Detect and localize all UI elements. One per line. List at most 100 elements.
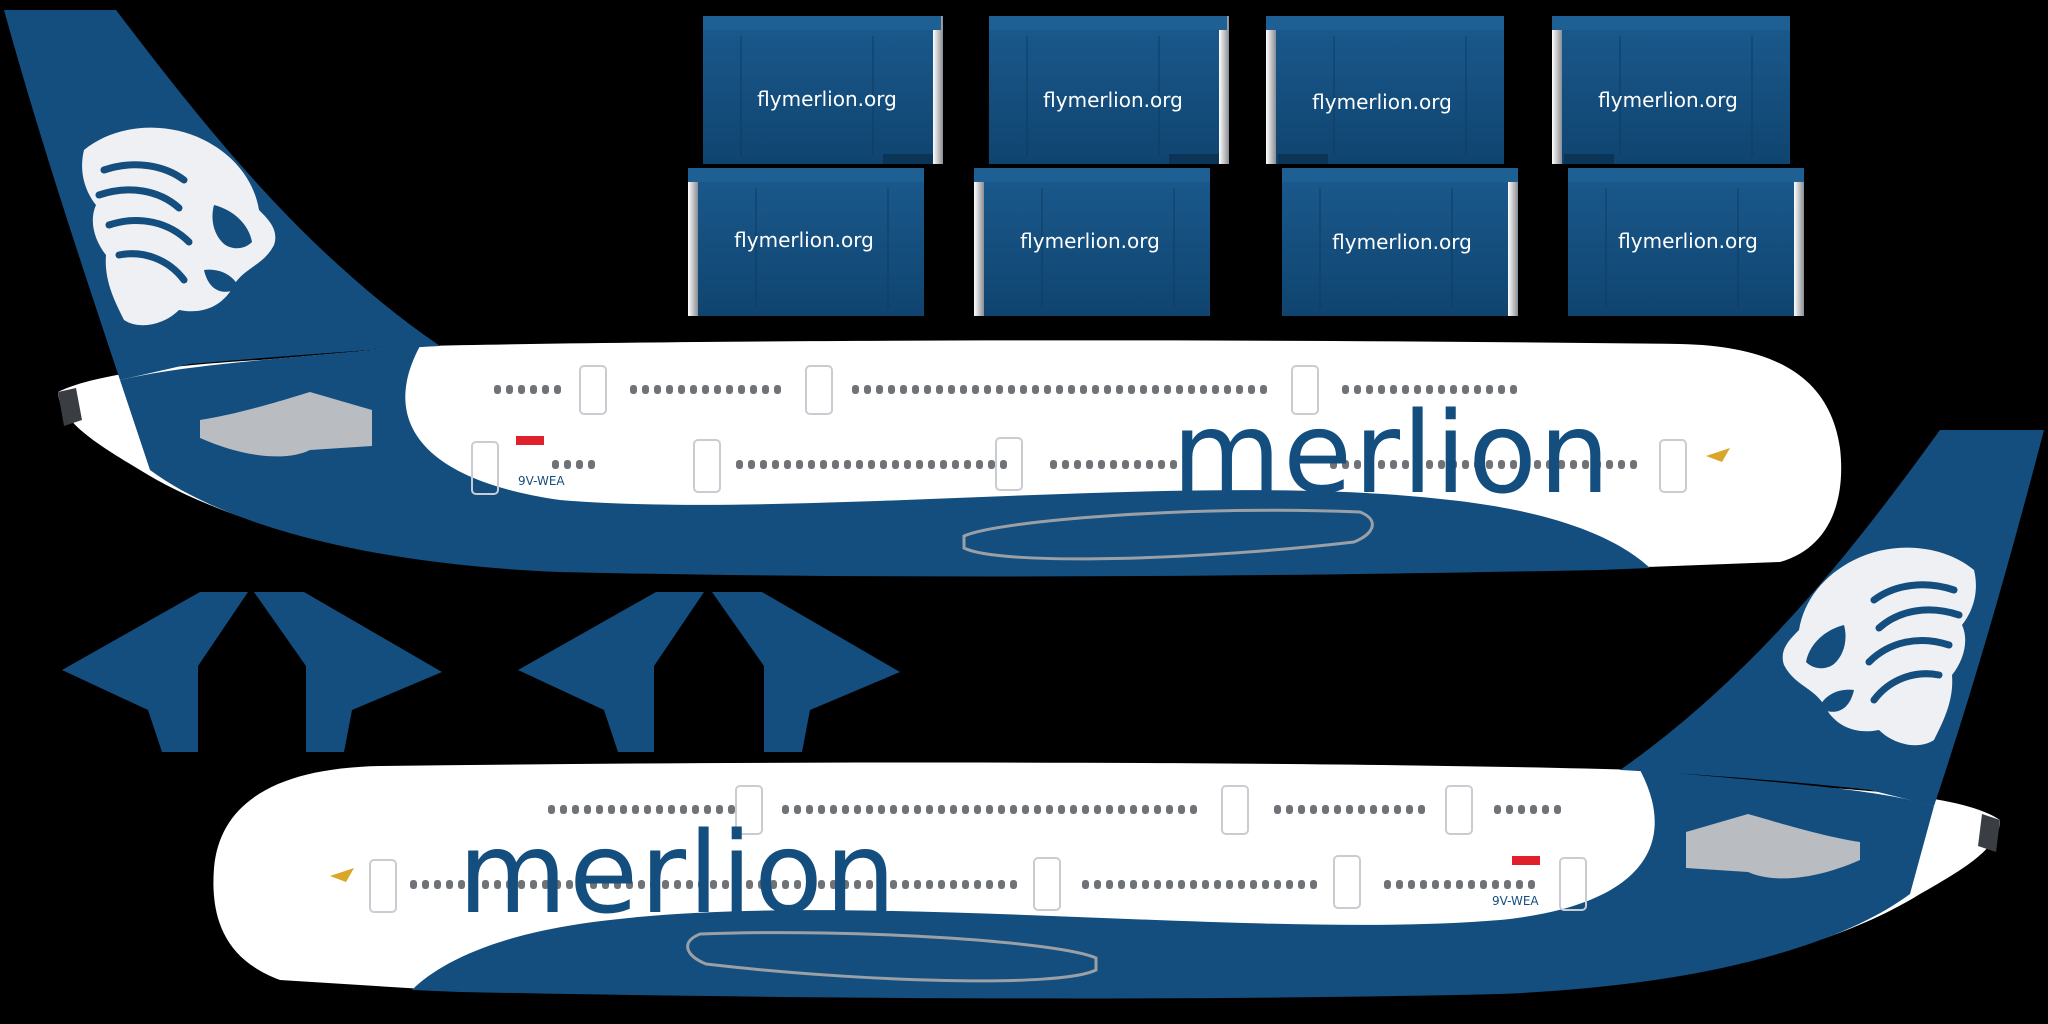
window xyxy=(772,460,779,469)
window xyxy=(806,805,813,814)
window xyxy=(1128,385,1135,394)
window xyxy=(774,385,781,394)
window xyxy=(1518,805,1525,814)
window xyxy=(590,880,597,889)
window xyxy=(1426,460,1433,469)
window xyxy=(728,805,735,814)
window xyxy=(1062,460,1069,469)
doors xyxy=(471,365,1687,495)
window xyxy=(1094,880,1101,889)
window xyxy=(458,880,465,889)
window xyxy=(1286,805,1293,814)
window xyxy=(974,805,981,814)
window xyxy=(984,385,991,394)
window xyxy=(1558,460,1565,469)
window xyxy=(806,880,813,889)
cowling-text: flymerlion.org xyxy=(1020,229,1160,253)
window xyxy=(542,880,549,889)
window xyxy=(1606,460,1613,469)
cowling-text: flymerlion.org xyxy=(1332,230,1472,254)
cowling-text: flymerlion.org xyxy=(1043,88,1183,112)
window xyxy=(644,805,651,814)
window xyxy=(564,460,571,469)
window xyxy=(1226,880,1233,889)
window xyxy=(832,460,839,469)
window xyxy=(674,880,681,889)
winglet-3 xyxy=(518,592,704,752)
window xyxy=(1384,880,1391,889)
window xyxy=(842,880,849,889)
window xyxy=(1046,805,1053,814)
window xyxy=(864,385,871,394)
window xyxy=(746,880,753,889)
window xyxy=(866,880,873,889)
window xyxy=(692,805,699,814)
window xyxy=(704,805,711,814)
window xyxy=(888,385,895,394)
window-row xyxy=(548,805,1561,814)
window xyxy=(698,880,705,889)
window xyxy=(1110,460,1117,469)
window xyxy=(690,385,697,394)
window xyxy=(1166,880,1173,889)
winglet-set xyxy=(62,592,900,752)
window xyxy=(494,385,501,394)
window xyxy=(1438,460,1445,469)
window xyxy=(914,880,921,889)
window xyxy=(1224,385,1231,394)
window xyxy=(1010,805,1017,814)
window xyxy=(782,805,789,814)
window xyxy=(584,805,591,814)
window xyxy=(1366,385,1373,394)
window xyxy=(1370,805,1377,814)
window xyxy=(962,805,969,814)
belly-swoosh xyxy=(120,346,1650,577)
window xyxy=(1152,385,1159,394)
window xyxy=(1582,460,1589,469)
window xyxy=(1444,880,1451,889)
cowling-6: flymerlion.org xyxy=(974,168,1210,316)
window xyxy=(1450,460,1457,469)
registration: 9V-WEA xyxy=(518,474,565,488)
brand-wordmark: merlion xyxy=(1172,389,1612,519)
window xyxy=(996,385,1003,394)
window xyxy=(818,880,825,889)
window xyxy=(1522,460,1529,469)
window xyxy=(950,880,957,889)
window xyxy=(1498,385,1505,394)
window xyxy=(878,880,885,889)
window xyxy=(1086,460,1093,469)
window xyxy=(1082,805,1089,814)
window xyxy=(1032,385,1039,394)
window xyxy=(1310,880,1317,889)
window xyxy=(1358,805,1365,814)
window xyxy=(554,385,561,394)
window xyxy=(1310,805,1317,814)
window xyxy=(1122,460,1129,469)
window xyxy=(1106,805,1113,814)
window xyxy=(852,385,859,394)
winglet-1 xyxy=(62,592,248,752)
window xyxy=(608,805,615,814)
window xyxy=(1142,805,1149,814)
window xyxy=(710,880,717,889)
window xyxy=(1570,460,1577,469)
window xyxy=(876,385,883,394)
window xyxy=(1212,385,1219,394)
window xyxy=(1554,805,1561,814)
window xyxy=(1158,460,1165,469)
window xyxy=(1008,385,1015,394)
window xyxy=(434,880,441,889)
window xyxy=(662,880,669,889)
window xyxy=(902,880,909,889)
window xyxy=(1382,805,1389,814)
window xyxy=(1298,805,1305,814)
window xyxy=(1486,460,1493,469)
window xyxy=(916,460,923,469)
window xyxy=(494,880,501,889)
window xyxy=(614,880,621,889)
window xyxy=(926,805,933,814)
cowling-2: flymerlion.org xyxy=(989,16,1229,164)
window xyxy=(1154,805,1161,814)
window xyxy=(722,880,729,889)
